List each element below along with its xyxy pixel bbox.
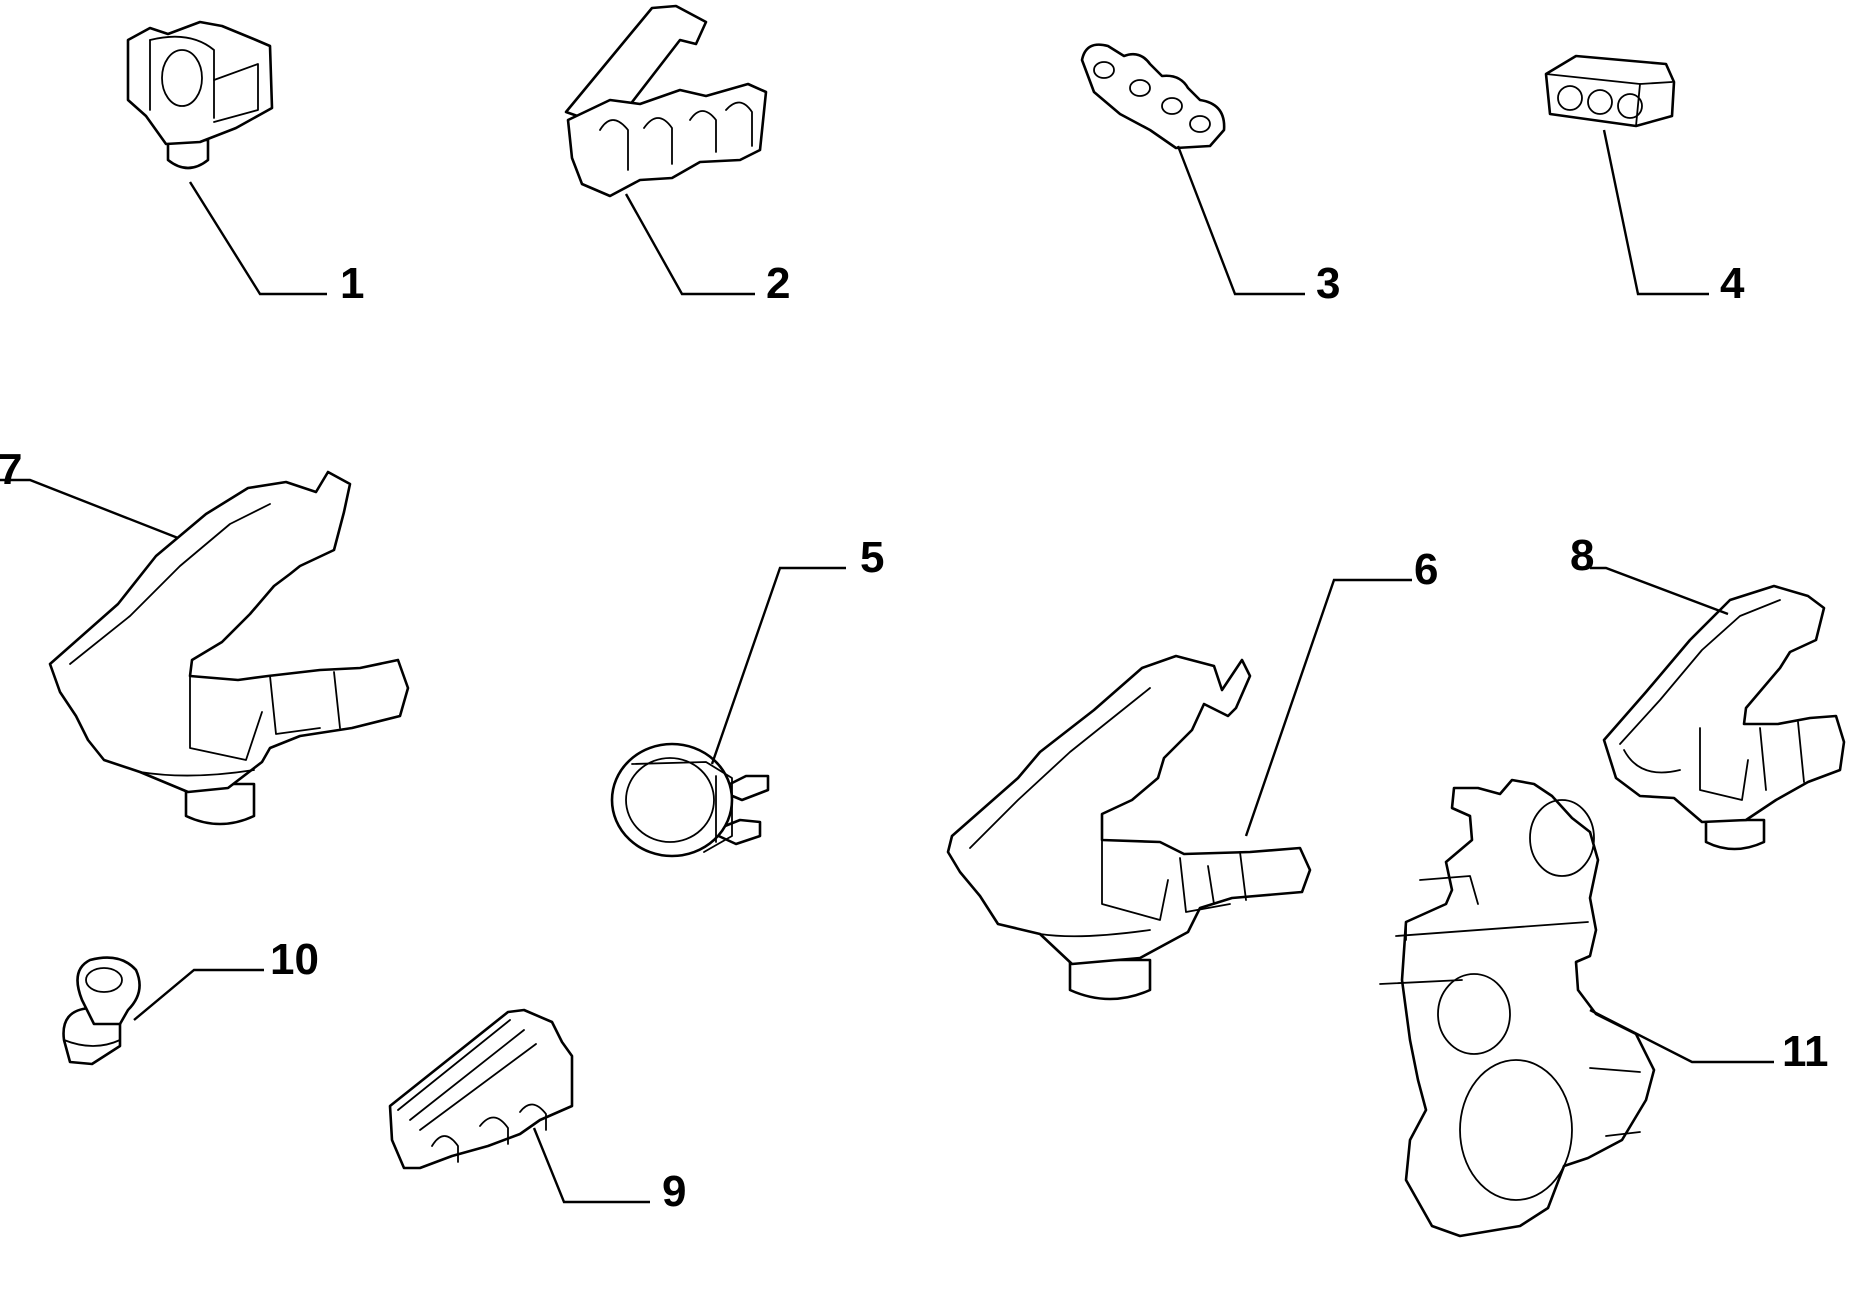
leader-10 xyxy=(133,968,264,1021)
leader-11 xyxy=(1589,1008,1774,1064)
callout-8: 8 xyxy=(1570,531,1594,580)
part-5-round-hose-clip xyxy=(610,742,770,858)
callout-3: 3 xyxy=(1316,259,1340,308)
callout-10: 10 xyxy=(270,935,319,984)
leader-9 xyxy=(532,1127,650,1204)
callout-6: 6 xyxy=(1414,545,1438,594)
leader-6 xyxy=(1244,578,1412,837)
leader-7 xyxy=(0,478,179,540)
callout-5: 5 xyxy=(860,533,884,582)
leader-8 xyxy=(1590,566,1729,616)
callout-1: 1 xyxy=(340,259,364,308)
part-6-large-bracket xyxy=(946,654,1312,1001)
part-4-block-clip xyxy=(1544,54,1676,128)
leader-lines xyxy=(0,129,1774,1204)
part-3-small-pipe-clip xyxy=(1080,43,1226,150)
leader-5 xyxy=(710,566,846,765)
leader-1 xyxy=(188,181,327,296)
part-11-double-hose-clip xyxy=(1379,778,1656,1238)
leader-3 xyxy=(1176,145,1305,296)
callout-9: 9 xyxy=(662,1167,686,1216)
part-7-large-bracket xyxy=(48,470,410,826)
callout-4: 4 xyxy=(1720,259,1745,308)
callout-7: 7 xyxy=(0,445,22,494)
part-8-small-bracket xyxy=(1602,584,1846,851)
leader-2 xyxy=(624,193,755,296)
part-2-multi-pipe-clip xyxy=(564,4,768,198)
callout-11: 11 xyxy=(1782,1027,1829,1076)
part-10-hook-clip xyxy=(62,956,141,1066)
callout-2: 2 xyxy=(766,259,790,308)
callout-labels: 1 2 3 4 5 6 7 8 9 10 11 xyxy=(0,259,1829,1216)
leader-4 xyxy=(1602,129,1709,296)
part-1-clip-with-stud xyxy=(126,20,274,170)
part-9-hinged-clip xyxy=(388,1008,574,1170)
